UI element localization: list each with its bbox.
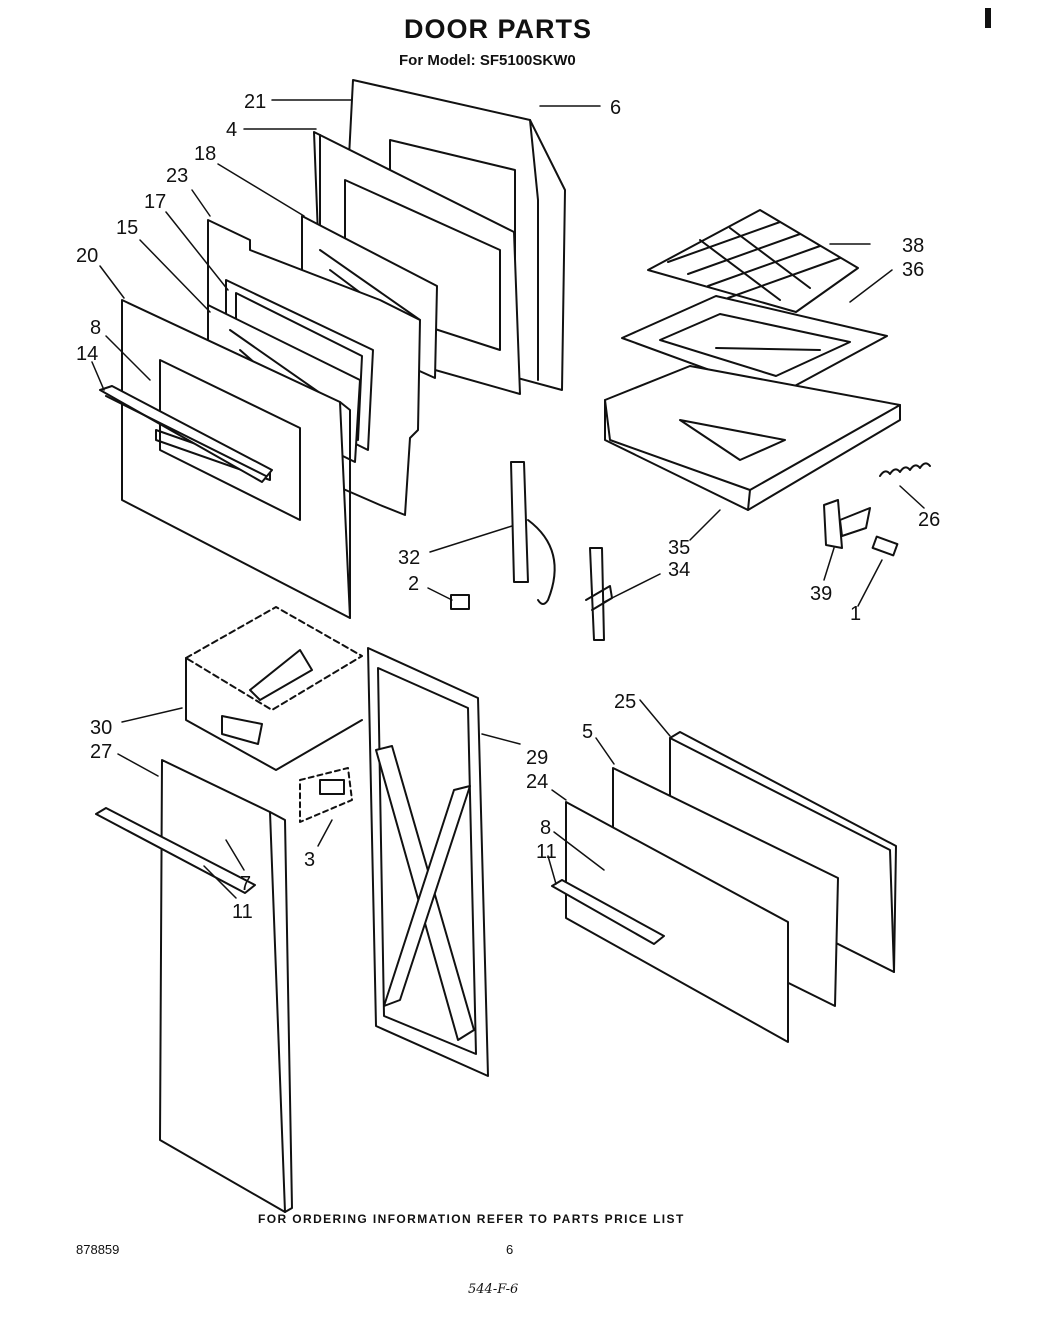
- door-front-27: [159, 759, 293, 1213]
- leader-29: [481, 733, 521, 745]
- leader-2: [427, 587, 453, 601]
- drawer-bracket-39: [823, 499, 871, 549]
- leader-34: [603, 573, 661, 603]
- callout-6: 6: [610, 97, 621, 119]
- leader-20: [99, 265, 125, 299]
- leader-8-bottom: [553, 831, 605, 871]
- leader-23: [191, 189, 211, 217]
- leader-15: [139, 239, 211, 313]
- callout-18: 18: [194, 143, 216, 165]
- latch-kit-30: [185, 606, 363, 771]
- callout-25: 25: [614, 691, 636, 713]
- drawer-spring-26: [879, 462, 931, 477]
- callout-35: 35: [668, 537, 690, 559]
- latch-catch-3: [299, 767, 353, 823]
- handwritten-note: 544-F-6: [468, 1282, 519, 1297]
- callout-14: 14: [76, 343, 98, 365]
- callout-3: 3: [304, 849, 315, 871]
- page-title: DOOR PARTS: [404, 14, 593, 44]
- callout-11-left: 11: [232, 901, 253, 923]
- callout-21: 21: [244, 91, 266, 113]
- callout-27: 27: [90, 741, 112, 763]
- callout-26: 26: [918, 509, 940, 531]
- broil-drawer-35: [604, 365, 901, 511]
- leader-17: [165, 211, 229, 291]
- page-number: 6: [506, 1242, 514, 1257]
- door-liner-29: [367, 647, 489, 1077]
- drawer-front-24: [565, 801, 789, 1043]
- door-hinge-32: [510, 461, 556, 605]
- model-subtitle: For Model: SF5100SKW0: [399, 52, 576, 69]
- callout-15: 15: [116, 217, 138, 239]
- callout-36: 36: [902, 259, 924, 281]
- callout-39: 39: [810, 583, 832, 605]
- broil-grid-38: [647, 209, 859, 313]
- callout-7: 7: [240, 873, 251, 895]
- door-handle-14: [99, 385, 273, 483]
- leader-24: [551, 789, 567, 801]
- callout-2: 2: [408, 573, 419, 595]
- leader-14: [91, 361, 105, 391]
- ordering-info-footer: FOR ORDERING INFORMATION REFER TO PARTS …: [258, 1212, 685, 1226]
- leader-26: [899, 485, 925, 509]
- leader-32: [429, 525, 513, 553]
- callout-20: 20: [76, 245, 98, 267]
- edge-mark: [985, 8, 991, 28]
- door-handle-11-left: [95, 807, 256, 894]
- callout-8-bottom: 8: [540, 817, 551, 839]
- callout-34: 34: [668, 559, 690, 581]
- leader-18: [217, 163, 305, 217]
- leader-8-top: [105, 335, 151, 381]
- callout-4: 4: [226, 119, 237, 141]
- callout-29: 29: [526, 747, 548, 769]
- leader-7: [225, 839, 245, 871]
- callout-30: 30: [90, 717, 112, 739]
- leader-25: [639, 699, 671, 737]
- callout-17: 17: [144, 191, 166, 213]
- drawer-screw-1: [871, 535, 899, 557]
- hinge-receiver-34: [585, 547, 613, 641]
- document-number: 878859: [76, 1242, 120, 1257]
- callout-1: 1: [850, 603, 861, 625]
- leader-11-left: [203, 865, 237, 899]
- callout-32: 32: [398, 547, 420, 569]
- callout-5: 5: [582, 721, 593, 743]
- leader-1: [857, 559, 883, 607]
- callout-24: 24: [526, 771, 548, 793]
- leader-30: [121, 707, 183, 723]
- leader-11-right: [547, 855, 557, 885]
- door-handle-11-right: [551, 879, 665, 945]
- callout-38: 38: [902, 235, 924, 257]
- callout-23: 23: [166, 165, 188, 187]
- leader-3: [317, 819, 333, 847]
- leader-36: [849, 269, 893, 303]
- hinge-screw-2: [450, 594, 470, 610]
- leader-27: [117, 753, 159, 777]
- leader-39: [823, 547, 835, 581]
- callout-11-right: 11: [536, 841, 557, 863]
- leader-5: [595, 737, 615, 765]
- leader-35: [689, 509, 721, 541]
- callout-8-top: 8: [90, 317, 101, 339]
